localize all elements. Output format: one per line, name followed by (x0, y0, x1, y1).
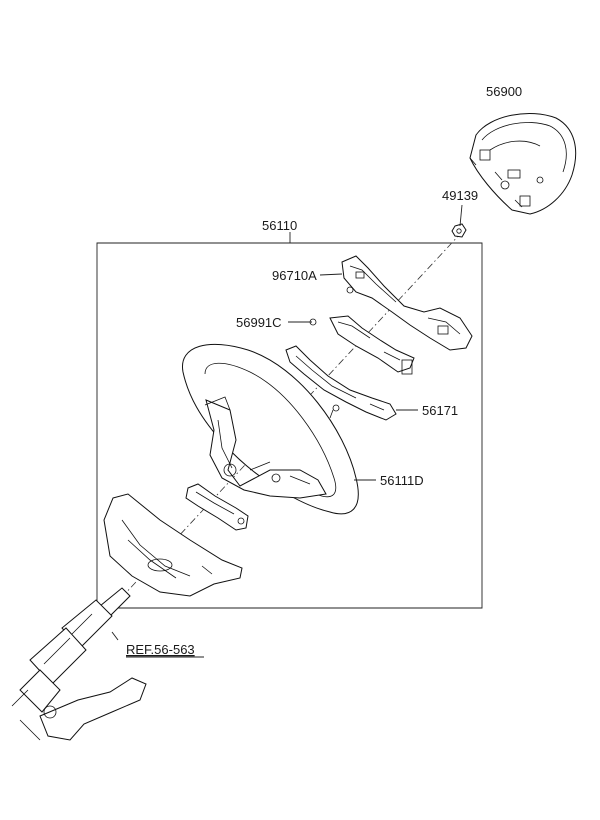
steering-wheel-part (182, 343, 359, 515)
label-wheel: 56111D (380, 473, 424, 488)
label-bracket: 56171 (422, 403, 458, 418)
label-reference: REF.56-563 (126, 642, 195, 657)
label-nut: 49139 (442, 188, 478, 203)
airbag-module-part (469, 112, 577, 215)
switch-part (341, 255, 473, 351)
label-wheel-assembly: 56110 (262, 218, 297, 233)
lower-plate-part (185, 483, 249, 531)
label-switch: 96710A (272, 268, 317, 283)
steering-column-part (11, 587, 147, 741)
nut-part (451, 223, 467, 238)
bracket-part (285, 345, 397, 421)
cover-part (309, 315, 415, 375)
leader-lines (111, 204, 463, 641)
lower-cover-part (103, 493, 243, 597)
label-cover: 56991C (236, 315, 282, 330)
label-airbag: 56900 (486, 84, 522, 99)
